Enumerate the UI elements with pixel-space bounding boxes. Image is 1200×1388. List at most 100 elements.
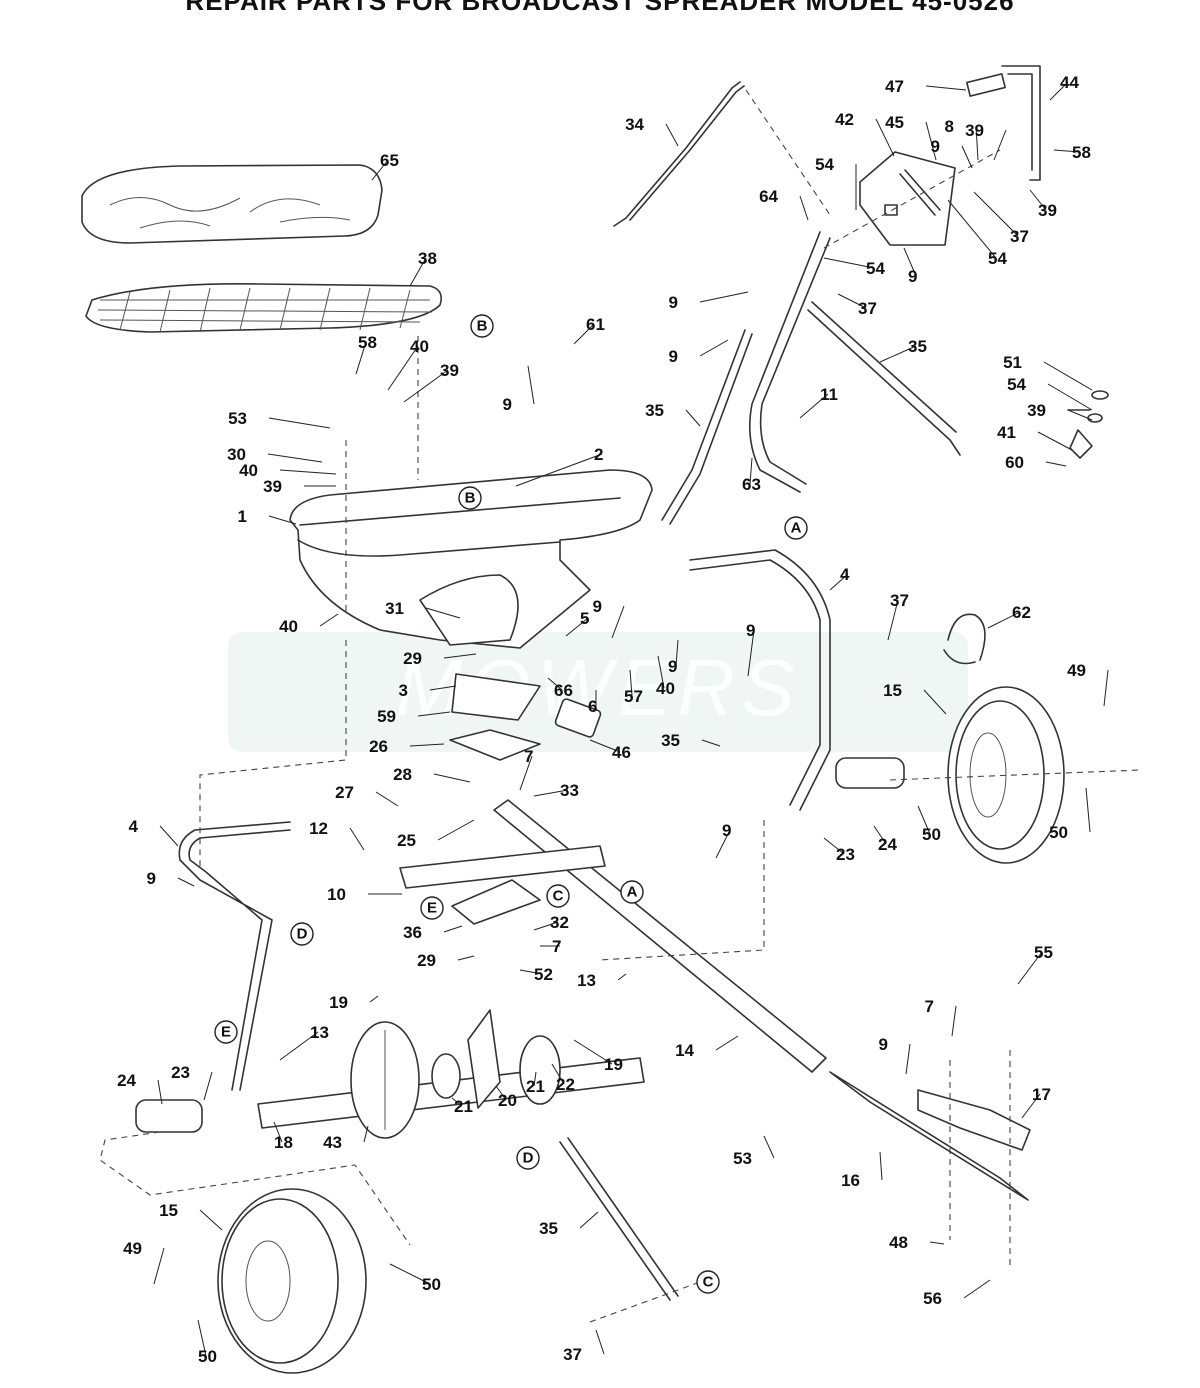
callout-8: 8 (945, 117, 979, 161)
callout-number: 7 (925, 997, 934, 1016)
leader-line (963, 1279, 991, 1299)
callout-number: 14 (675, 1041, 694, 1060)
callout-50: 50 (1049, 787, 1091, 842)
reference-letter: A (791, 520, 802, 537)
callout-1: 1 (238, 507, 297, 526)
callout-number: 21 (526, 1077, 545, 1096)
leader-line (573, 323, 595, 345)
part-hopper-1 (289, 469, 653, 649)
callout-number: 39 (440, 361, 459, 380)
callout-number: 9 (931, 137, 940, 156)
callout-number: 49 (1067, 661, 1086, 680)
leader-line (197, 1319, 207, 1357)
callout-number: 46 (612, 743, 631, 762)
callout-number: 37 (890, 591, 909, 610)
callout-54: 54 (815, 155, 857, 210)
callout-number: 40 (239, 461, 258, 480)
callout-61: 61 (573, 315, 605, 345)
leader-line (595, 1329, 605, 1355)
callout-62: 62 (987, 603, 1031, 629)
callout-57: 57 (624, 669, 643, 706)
leader-line (699, 339, 729, 357)
part-axle-18 (257, 1009, 645, 1139)
leader-line (579, 1211, 599, 1229)
leader-line (665, 123, 679, 147)
reference-circle (458, 486, 482, 510)
leader-line (1045, 461, 1067, 467)
reference-circle (516, 1146, 540, 1170)
callout-39: 39 (403, 361, 459, 403)
callout-number: 58 (358, 333, 377, 352)
callout-58: 58 (355, 333, 377, 375)
callout-38: 38 (409, 249, 437, 287)
callout-21: 21 (526, 1071, 545, 1096)
callout-number: 58 (1072, 143, 1091, 162)
leader-line (617, 973, 627, 981)
callout-number: 53 (228, 409, 247, 428)
callout-number: 24 (117, 1071, 136, 1090)
reference-circle (546, 884, 570, 908)
reference-D: D (290, 922, 314, 946)
callout-53: 53 (228, 409, 331, 429)
callout-number: 43 (323, 1133, 342, 1152)
leader-line (917, 805, 931, 835)
callout-35: 35 (661, 731, 721, 750)
leader-line (389, 1263, 431, 1285)
leader-line (279, 469, 337, 475)
callout-number: 39 (1038, 201, 1057, 220)
reference-circle (784, 516, 808, 540)
callout-40: 40 (656, 655, 675, 698)
callout-4: 4 (129, 817, 179, 847)
callout-number: 39 (263, 477, 282, 496)
callout-39: 39 (1029, 189, 1057, 220)
callout-33: 33 (533, 781, 579, 800)
leader-line (268, 515, 297, 525)
reference-circle (420, 896, 444, 920)
callout-number: 61 (586, 315, 605, 334)
callout-40: 40 (387, 337, 429, 391)
callout-number: 10 (327, 885, 346, 904)
leader-line (1049, 81, 1069, 101)
callout-number: 17 (1032, 1085, 1051, 1104)
callout-9: 9 (931, 137, 973, 169)
leader-line (905, 1043, 911, 1075)
callout-7: 7 (540, 937, 561, 956)
callout-4: 4 (829, 565, 850, 591)
callout-number: 47 (885, 77, 904, 96)
reference-letter: D (523, 1150, 534, 1167)
callout-7: 7 (519, 747, 533, 791)
part-bracket-16 (829, 1071, 1031, 1201)
leader-line (875, 118, 895, 157)
reference-circle (290, 922, 314, 946)
callout-number: 41 (997, 423, 1016, 442)
callout-number: 15 (883, 681, 902, 700)
callout-number: 57 (624, 687, 643, 706)
leader-line (1029, 189, 1047, 211)
leader-line (715, 1035, 739, 1051)
callout-55: 55 (1017, 943, 1053, 985)
callout-number: 35 (661, 731, 680, 750)
callout-29: 29 (417, 951, 475, 970)
callout-number: 30 (227, 445, 246, 464)
part-control-plate-42 (859, 151, 956, 246)
leader-line (159, 825, 179, 847)
leader-line (873, 825, 887, 845)
callout-number: 55 (1034, 943, 1053, 962)
leader-line (1017, 951, 1043, 985)
leader-line (799, 393, 829, 419)
leader-line (1021, 1093, 1041, 1119)
callout-16: 16 (841, 1151, 883, 1190)
callout-31: 31 (385, 599, 461, 619)
callout-10: 10 (327, 885, 402, 904)
assembly-dashed-lines (99, 89, 1141, 1323)
callout-number: 13 (310, 1023, 329, 1042)
callout-number: 12 (309, 819, 328, 838)
callout-36: 36 (403, 923, 463, 942)
reference-A: A (620, 880, 644, 904)
leader-line (527, 365, 535, 405)
callout-number: 50 (922, 825, 941, 844)
leader-line (425, 607, 461, 619)
callout-number: 54 (866, 259, 885, 278)
callout-39: 39 (263, 477, 336, 496)
